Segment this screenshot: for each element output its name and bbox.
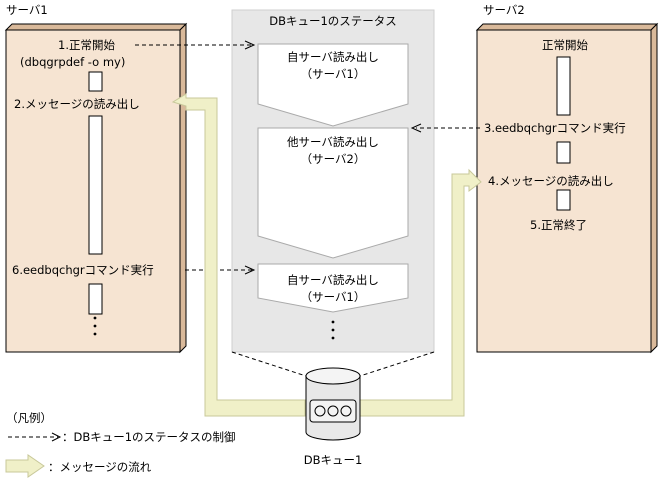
- legend-title: （凡例）: [6, 411, 52, 425]
- status-block-1: [257, 43, 409, 127]
- server2-title: サーバ2: [483, 3, 525, 17]
- server2-step-5: 5.正常終了: [530, 218, 587, 232]
- status-ellipsis: [331, 320, 335, 340]
- db-queue-icon: [305, 367, 361, 441]
- db-queue-label: DBキュー1: [303, 453, 363, 467]
- legend-flow-arrow-icon: [5, 454, 45, 478]
- server1-step-1-command: (dbqgrpdef -o my): [20, 55, 126, 69]
- legend-flow-label: ：メッセージの流れ: [48, 460, 152, 474]
- legend-control-label: ：DBキュー1のステータスの制御: [62, 430, 236, 444]
- server2-bar-3: [556, 189, 571, 211]
- message-flow-left: [171, 93, 306, 417]
- status-block-2-line1: 他サーバ読み出し: [287, 135, 379, 149]
- status-block-1-line1: 自サーバ読み出し: [287, 50, 379, 64]
- message-flow-right: [359, 168, 482, 417]
- server1-bar-1: [88, 71, 103, 92]
- server1-step-1: 1.正常開始: [58, 38, 115, 52]
- server1-step-6: 6.eedbqchgrコマンド実行: [12, 263, 154, 277]
- server1-bar-3: [88, 283, 103, 315]
- server2-bar-1: [556, 56, 571, 116]
- server2-bar-2: [556, 141, 571, 164]
- status-block-1-line2: （サーバ1）: [300, 67, 366, 81]
- server1-ellipsis: [93, 316, 97, 336]
- status-block-2-line2: （サーバ2）: [300, 152, 366, 166]
- server2-step-4: 4.メッセージの読み出し: [488, 174, 614, 188]
- status-block-3-line2: （サーバ1）: [300, 290, 366, 304]
- status-block-3: [257, 263, 409, 313]
- server1-title: サーバ1: [6, 3, 48, 17]
- control-arrows: [135, 44, 480, 271]
- server1-bar-2: [88, 115, 103, 255]
- queue-status-title: DBキュー1のステータス: [269, 14, 397, 28]
- legend-dashed-arrow-icon: [8, 432, 62, 442]
- status-block-2: [257, 127, 409, 259]
- server1-step-2: 2.メッセージの読み出し: [14, 97, 140, 111]
- server2-step-3: 3.eedbqchgrコマンド実行: [484, 121, 626, 135]
- panel-to-db-lines: [231, 351, 435, 377]
- status-block-3-line1: 自サーバ読み出し: [287, 273, 379, 287]
- server2-step-start: 正常開始: [542, 38, 588, 52]
